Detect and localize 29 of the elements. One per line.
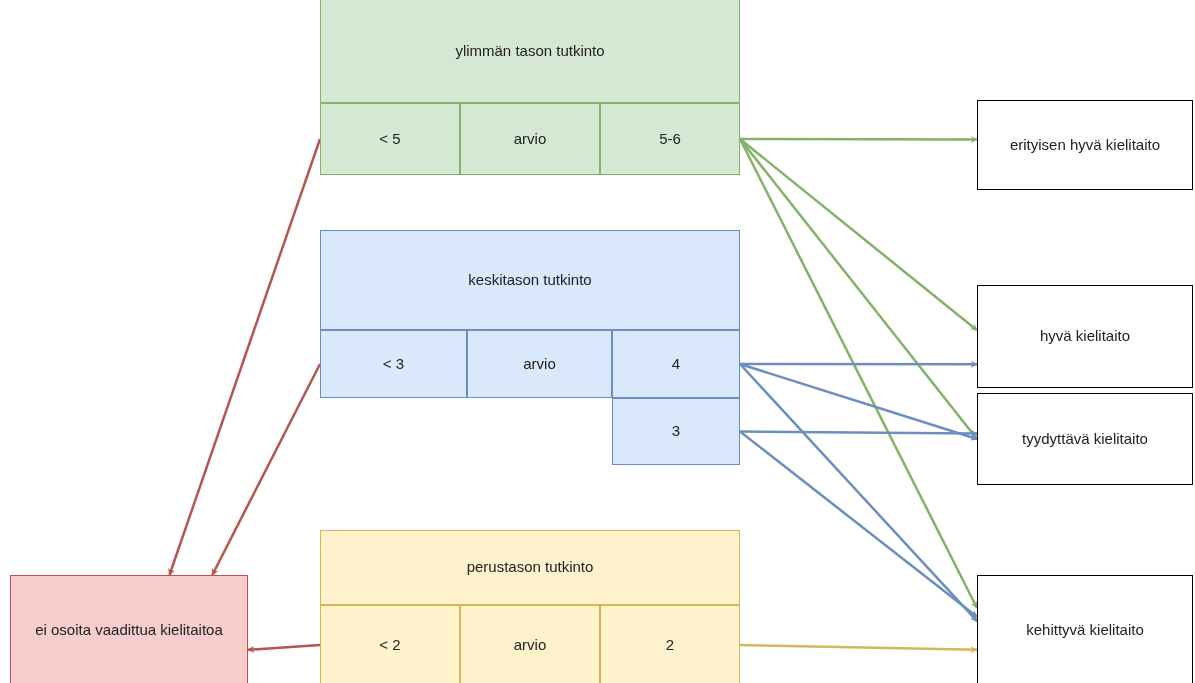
arrow	[740, 136, 978, 144]
level-header-box: ylimmän tason tutkinto	[320, 0, 740, 103]
arrow	[739, 138, 978, 332]
score-cell: 5-6	[600, 103, 740, 175]
result-box: hyvä kielitaito	[977, 285, 1193, 388]
result-box: tyydyttävä kielitaito	[977, 393, 1193, 485]
arrow	[168, 138, 322, 576]
arrow	[740, 429, 978, 437]
score-cell: < 2	[320, 605, 460, 683]
score-cell: < 3	[320, 330, 467, 398]
arrow	[739, 363, 978, 623]
score-cell: < 5	[320, 103, 460, 175]
score-cell: arvio	[460, 103, 600, 175]
score-cell: arvio	[467, 330, 612, 398]
arrow	[739, 362, 978, 441]
level-header-box: keskitason tutkinto	[320, 230, 740, 330]
score-cell: arvio	[460, 605, 600, 683]
arrow	[739, 430, 978, 618]
result-box: ei osoita vaadittua kielitaitoa	[10, 575, 248, 683]
level-header-box: perustason tutkinto	[320, 530, 740, 605]
arrow	[211, 363, 322, 576]
arrow	[739, 643, 978, 654]
score-cell: 4	[612, 330, 740, 398]
arrow	[247, 643, 321, 653]
score-cell: 3	[612, 398, 740, 465]
result-box: erityisen hyvä kielitaito	[977, 100, 1193, 190]
arrow	[740, 360, 978, 368]
result-box: kehittyvä kielitaito	[977, 575, 1193, 683]
score-cell: 2	[600, 605, 740, 683]
